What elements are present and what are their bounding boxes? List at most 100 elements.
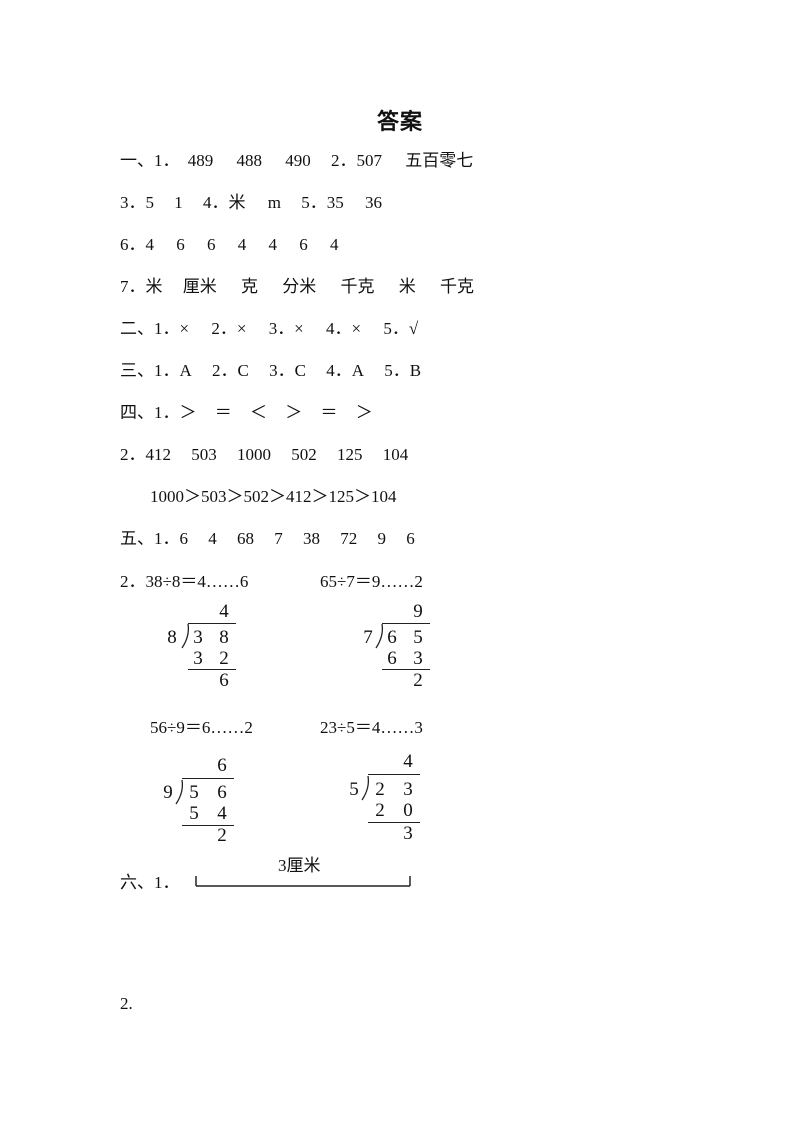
answer-item: 9 — [377, 529, 387, 548]
answer-item: 4 — [268, 235, 278, 254]
ld-top-line — [382, 623, 430, 624]
answer-item: 3．C — [269, 361, 306, 380]
answer-item: 4 — [330, 235, 339, 254]
long-division: 4 5 2 3 2 0 3 — [344, 750, 464, 850]
answer-item: 1000 — [237, 445, 271, 464]
ld-quotient: 9 — [413, 601, 423, 622]
ld-sub-line — [182, 825, 234, 826]
line-lead: 六、1． — [120, 873, 180, 892]
answer-item: 5．√ — [383, 319, 419, 338]
answer-item: 7 — [274, 529, 283, 548]
division-bracket — [175, 779, 184, 805]
division-equation: 56÷9＝6……2 — [150, 718, 253, 737]
answer-item: 6 — [176, 235, 185, 254]
ld-sub-line — [382, 669, 430, 670]
answer-line-14: 2. — [120, 993, 133, 1015]
line-lead: 三、1．A — [120, 361, 192, 380]
line-lead: 7．米 — [120, 277, 163, 296]
answer-item: 125 — [337, 445, 363, 464]
division-bracket — [375, 623, 384, 649]
ld-remainder: 3 — [403, 823, 413, 844]
answer-line-8: 2．412 503 1000 502 125 104 — [120, 444, 408, 466]
answer-line-10: 五、1．6 4 68 7 38 72 9 6 — [120, 528, 415, 550]
answer-line-6: 三、1．A 2．C 3．C 4．A 5．B — [120, 360, 421, 382]
answer-item: 3．× — [268, 319, 304, 338]
answer-line-7: 四、1．＞ ＝ ＜ ＞ ＝ ＞ — [120, 402, 373, 424]
division-bracket — [181, 623, 190, 649]
answer-item: 72 — [340, 529, 358, 548]
ld-dividend-digit: 8 — [219, 627, 229, 648]
line-lead: 四、1．＞ — [120, 403, 197, 422]
answer-item: 5．35 — [301, 193, 344, 212]
answer-item: 4．A — [326, 361, 364, 380]
ld-divisor: 7 — [363, 627, 373, 648]
answer-item: 千克 — [340, 277, 375, 296]
ld-product-digit: 2 — [375, 800, 385, 821]
answer-line-13: 六、1． — [120, 872, 180, 894]
ld-dividend-digit: 3 — [403, 779, 413, 800]
answer-line-5: 二、1．× 2．× 3．× 4．× 5．√ — [120, 318, 418, 340]
ld-divisor: 8 — [167, 627, 177, 648]
ld-sub-line — [188, 669, 236, 670]
ld-product-digit: 6 — [387, 648, 397, 669]
ld-remainder: 6 — [219, 670, 229, 691]
answer-item: 克 — [241, 277, 258, 296]
ld-divisor: 5 — [349, 779, 359, 800]
answer-line-4: 7．米 厘米 克 分米 千克 米 千克 — [120, 276, 474, 298]
answer-item: ＝ — [214, 403, 232, 422]
long-division: 4 8 3 8 3 2 6 — [160, 600, 280, 700]
ld-quotient: 6 — [217, 755, 227, 776]
answer-item: 厘米 — [182, 277, 217, 296]
ld-remainder: 2 — [413, 670, 423, 691]
answer-line-11b: 65÷7＝9……2 — [320, 571, 423, 593]
answer-item: 五百零七 — [405, 151, 474, 170]
line-lead: 五、1．6 — [120, 529, 188, 548]
order-chain: 1000＞503＞502＞412＞125＞104 — [150, 487, 397, 506]
answer-item: 38 — [303, 529, 320, 548]
answer-item: 6 — [406, 529, 415, 548]
ld-dividend-digit: 6 — [387, 627, 397, 648]
answer-item: 489 — [187, 151, 214, 170]
ld-product-digit: 3 — [413, 648, 423, 669]
answer-item: 6 — [299, 235, 308, 254]
answer-item: 5．B — [384, 361, 422, 380]
line-lead: 二、1．× — [120, 319, 190, 338]
answer-item: 2．507 — [331, 151, 382, 170]
answer-line-3: 6．4 6 6 4 4 6 4 — [120, 234, 339, 256]
answer-item: 2．× — [211, 319, 247, 338]
ld-remainder: 2 — [217, 825, 227, 846]
ld-divisor: 9 — [163, 782, 173, 803]
answer-item: ＝ — [320, 403, 338, 422]
ld-top-line — [188, 623, 236, 624]
ld-dividend-digit: 5 — [413, 627, 423, 648]
answer-item: 6 — [207, 235, 216, 254]
ld-top-line — [182, 778, 234, 779]
answer-item: 68 — [237, 529, 254, 548]
answer-item: ＞ — [355, 403, 373, 422]
answer-line-9: 1000＞503＞502＞412＞125＞104 — [150, 486, 397, 508]
ld-product-digit: 3 — [193, 648, 203, 669]
division-equation: 65÷7＝9……2 — [320, 572, 423, 591]
answer-line-1: 一、1． 489 488 490 2．507 五百零七 — [120, 150, 473, 172]
line-lead: 2. — [120, 994, 133, 1013]
ld-dividend-digit: 3 — [193, 627, 203, 648]
ld-product-digit: 2 — [219, 648, 229, 669]
answer-item: 490 — [285, 151, 311, 170]
division-bracket — [361, 775, 370, 801]
answer-item: 104 — [382, 445, 409, 464]
answer-item: 4 — [208, 529, 217, 548]
answer-item: 36 — [364, 193, 382, 212]
line-lead: 3．5 — [120, 193, 154, 212]
line-lead: 一、1． — [120, 151, 180, 170]
answer-item: 488 — [236, 151, 263, 170]
answer-item: 1 — [174, 193, 183, 212]
ld-sub-line — [368, 822, 420, 823]
ld-quotient: 4 — [403, 751, 413, 772]
answer-line-11: 2．38÷8＝4……6 — [120, 571, 248, 593]
line-lead: 6．4 — [120, 235, 154, 254]
ld-dividend-digit: 2 — [375, 779, 385, 800]
answer-line-12: 56÷9＝6……2 — [150, 717, 253, 739]
answer-item: 千克 — [440, 277, 474, 296]
ld-dividend-digit: 6 — [217, 782, 227, 803]
answer-item: m — [267, 193, 281, 212]
